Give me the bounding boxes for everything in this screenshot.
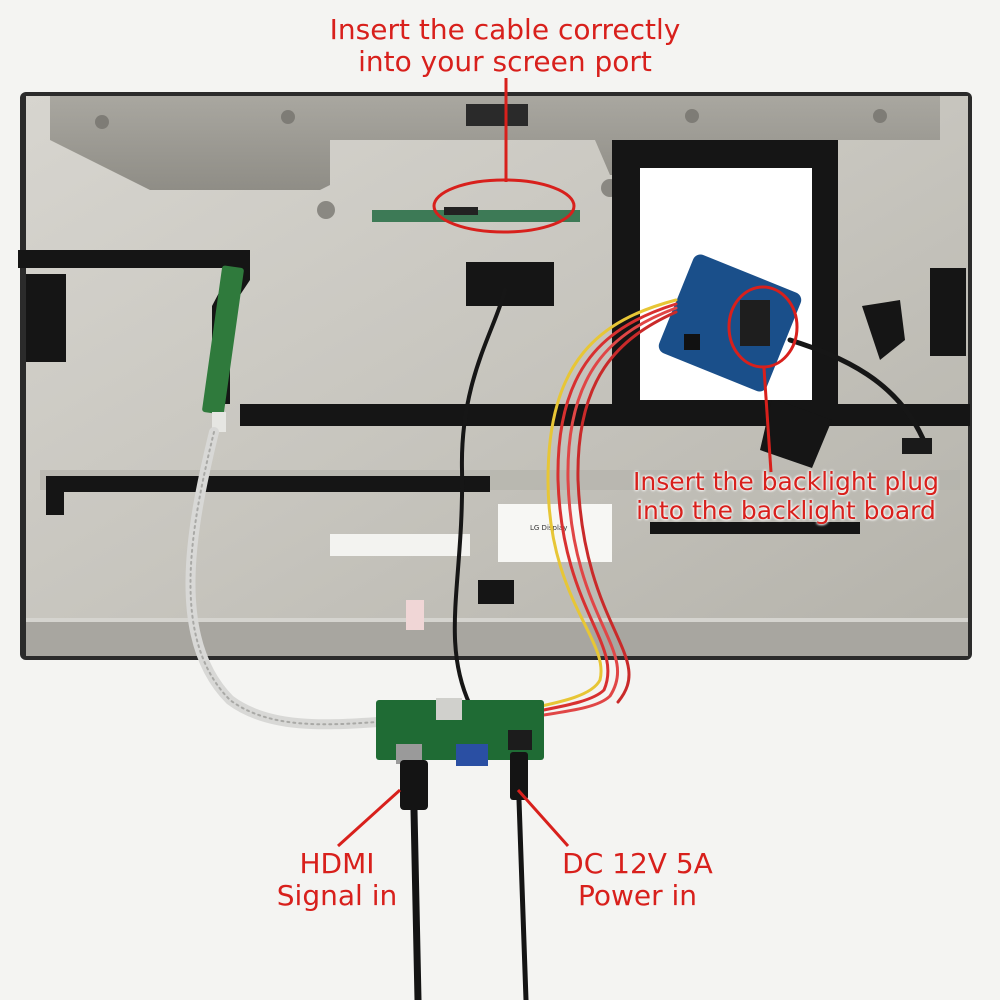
cables	[185, 288, 932, 730]
hdmi-callout: HDMI Signal in	[262, 847, 412, 913]
tcon-strip	[372, 207, 580, 222]
hdmi-pointer-line	[336, 788, 402, 848]
backlight-pointer-line	[762, 367, 773, 473]
backlight-plug-circle	[727, 285, 799, 369]
screen-port-callout-line1: Insert the cable correctly	[329, 13, 681, 46]
hdmi-callout-line2: Signal in	[276, 879, 398, 913]
power-callout-line2: Power in	[577, 879, 698, 913]
power-pointer-line	[516, 789, 570, 847]
power-callout-line1: DC 12V 5A	[562, 847, 713, 880]
screen-port-circle	[432, 178, 576, 234]
screen-port-callout: Insert the cable correctly into your scr…	[300, 13, 710, 79]
input-cables	[400, 752, 529, 1000]
controller-board	[376, 698, 544, 766]
button-board	[202, 265, 244, 432]
panel-brand-label: LG Display	[530, 524, 567, 532]
annotation-overlays	[336, 78, 799, 848]
backlight-callout-line1: Insert the backlight plug	[633, 467, 939, 496]
hdmi-callout-line1: HDMI	[299, 847, 375, 880]
backlight-callout-line2: into the backlight board	[636, 495, 936, 525]
power-callout: DC 12V 5A Power in	[545, 847, 730, 913]
backlight-callout: Insert the backlight plug into the backl…	[596, 467, 976, 526]
screen-port-callout-line2: into your screen port	[358, 45, 652, 79]
panel-labels: LG Display	[330, 504, 612, 630]
